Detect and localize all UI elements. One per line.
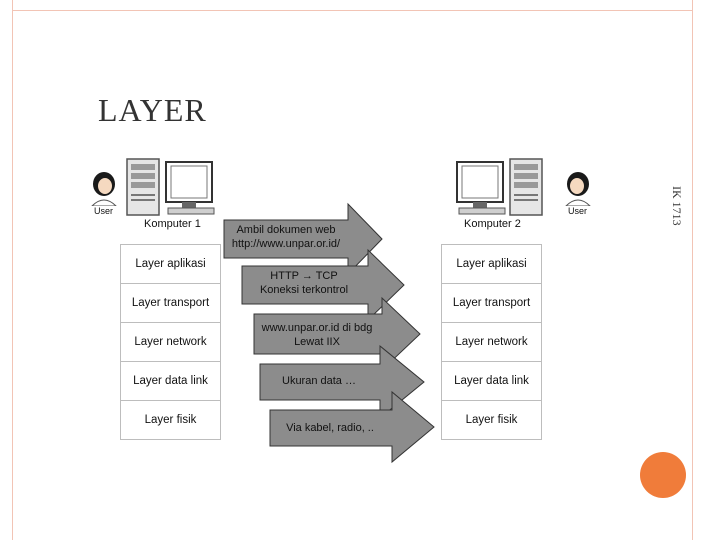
arrow-label-line1: HTTP → TCP	[270, 270, 338, 282]
arrow-label: www.unpar.or.id di bdg Lewat IIX	[252, 321, 382, 349]
layer-cell: Layer fisik	[441, 400, 542, 440]
arrow-label-line2: http://www.unpar.or.id/	[231, 238, 341, 250]
computer-label-left: Komputer 1	[144, 218, 201, 230]
arrow-label-line1: Ambil dokumen web	[236, 224, 336, 236]
layer-cell: Layer aplikasi	[120, 244, 221, 284]
monitor-icon-right	[456, 161, 506, 215]
computer-label-right: Komputer 2	[464, 218, 521, 230]
arrow-shape	[253, 296, 421, 372]
arrow-label-line2: Lewat IIX	[294, 336, 340, 348]
layer-cell: Layer data link	[441, 361, 542, 401]
layer-cell: Layer transport	[441, 283, 542, 323]
server-tower-icon-left	[126, 158, 160, 216]
layer-cell: Layer transport	[120, 283, 221, 323]
arrow-shape	[223, 202, 383, 276]
arrow-label-line1: Ukuran data …	[282, 375, 356, 387]
layer-stack-left: Layer aplikasi Layer transport Layer net…	[120, 244, 221, 440]
arrow-label: HTTP → TCP Koneksi terkontrol	[240, 269, 368, 297]
user-label-left: User	[94, 206, 114, 216]
arrow-label: Ukuran data …	[258, 374, 380, 388]
user-label-right: User	[568, 206, 588, 216]
frame-right-line	[692, 0, 693, 540]
arrow-label: Ambil dokumen web http://www.unpar.or.id…	[222, 223, 350, 251]
slide-title: LAYER	[98, 92, 207, 128]
layer-cell: Layer fisik	[120, 400, 221, 440]
frame-top-line	[12, 10, 693, 11]
arrow-label: Via kabel, radio, ..	[268, 421, 392, 435]
monitor-icon-left	[165, 161, 215, 215]
frame-left-line	[12, 0, 13, 540]
layer-cell: Layer network	[441, 322, 542, 362]
side-label: IK 1713	[670, 186, 684, 226]
user-icon-right	[565, 172, 591, 206]
arrow-shape	[269, 390, 435, 464]
arrow-label-line1: www.unpar.or.id di bdg	[261, 322, 373, 334]
arrow-label-line1: Via kabel, radio, ..	[286, 422, 374, 434]
layer-cell: Layer data link	[120, 361, 221, 401]
user-icon-left	[91, 172, 117, 206]
layer-cell: Layer network	[120, 322, 221, 362]
layer-cell: Layer aplikasi	[441, 244, 542, 284]
arrow-label-line2: Koneksi terkontrol	[259, 284, 349, 296]
accent-circle	[640, 452, 686, 498]
layer-stack-right: Layer aplikasi Layer transport Layer net…	[441, 244, 542, 440]
server-tower-icon-right	[509, 158, 543, 216]
